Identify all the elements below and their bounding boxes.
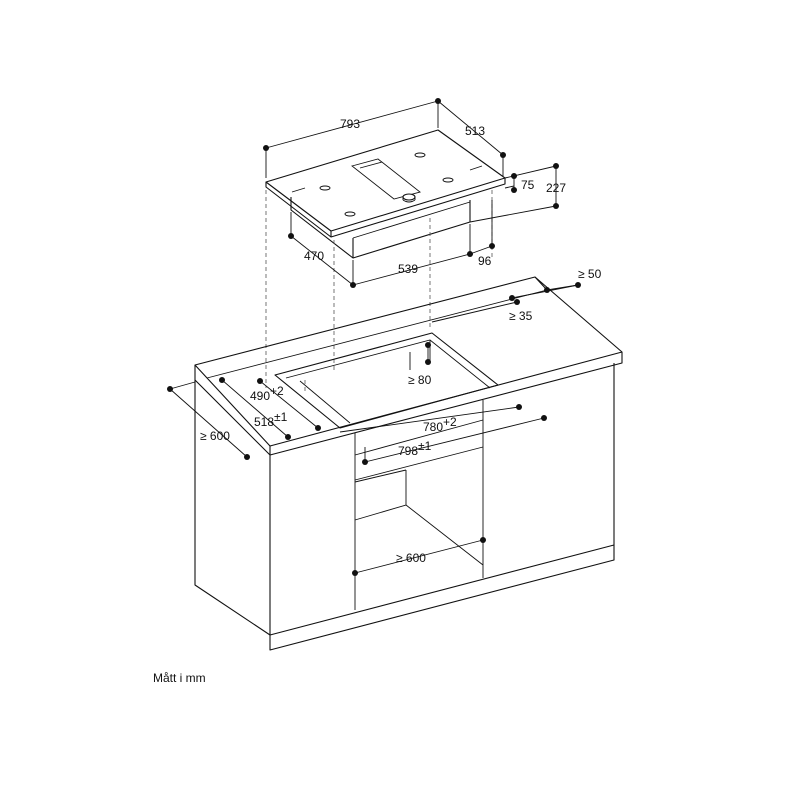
cooking-zones (291, 152, 483, 217)
label-counter-depth: ≥ 600 (200, 429, 230, 443)
label-base-depth: 470 (304, 249, 324, 263)
label-cutout-depth: 490+2 (250, 384, 284, 403)
label-clearance-back-wall: ≥ 50 (578, 267, 602, 281)
cabinet (194, 363, 615, 651)
label-cutout-width: 780+2 (423, 415, 457, 434)
label-cutout-depth-alt: 518±1 (254, 410, 288, 429)
dimension-dots (167, 98, 581, 576)
label-base-width: 539 (398, 262, 418, 276)
label-base-offset: 96 (478, 254, 492, 268)
countertop-cutout (274, 332, 499, 429)
label-cooktop-width: 793 (340, 117, 360, 131)
label-height-top: 75 (521, 178, 535, 192)
control-knob (402, 193, 416, 201)
extractor-vent (351, 158, 421, 200)
dimension-labels: 793 513 75 227 470 539 96 ≥ 50 ≥ 35 ≥ 80… (200, 117, 602, 565)
projection-lines (265, 190, 493, 388)
label-clearance-front: ≥ 80 (408, 373, 432, 387)
units-note: Mått i mm (153, 671, 206, 685)
cooktop (265, 129, 506, 259)
label-cabinet-width: ≥ 600 (396, 551, 426, 565)
countertop (194, 276, 623, 456)
label-cooktop-depth: 513 (465, 124, 485, 138)
dimension-lines (169, 100, 579, 574)
label-cutout-width-alt: 798±1 (398, 439, 432, 458)
label-height-total: 227 (546, 181, 566, 195)
label-clearance-back: ≥ 35 (509, 309, 533, 323)
